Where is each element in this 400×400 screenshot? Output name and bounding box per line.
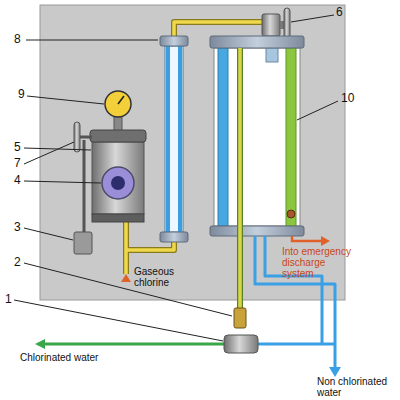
callout-number: 6 [336,6,343,19]
check-valve [234,308,246,328]
safety-device [74,232,92,254]
rotameter [160,36,188,242]
vacuum-regulator [90,91,146,222]
callout-number: 5 [14,141,21,154]
suction-pipe [240,48,241,312]
flow-label: Chlorinated water [20,352,130,363]
callout-number: 10 [341,92,354,105]
callout-number: 9 [18,88,25,101]
discharge-line [292,236,322,241]
ejector-column [210,36,304,236]
chlorinated-water-arrow [35,339,45,349]
callout-number: 7 [14,157,21,170]
vacuum-valve [74,122,92,232]
flow-label: Into emergency discharge system [282,246,354,279]
chlorinated-water-line [44,343,226,346]
flow-label: Gaseous chlorine [134,266,184,288]
ejector [224,335,258,353]
callout-number: 8 [14,33,21,46]
callout-number: 2 [14,256,21,269]
water-inlet-arrow [329,367,341,377]
callout-number: 1 [5,293,12,306]
callout-number: 4 [14,174,21,187]
discharge-arrow [321,236,330,246]
gas-inlet-arrow [121,274,131,282]
leader-lines [14,15,338,341]
flow-label: Non chlorinated water [317,376,397,398]
callout-number: 3 [14,221,21,234]
